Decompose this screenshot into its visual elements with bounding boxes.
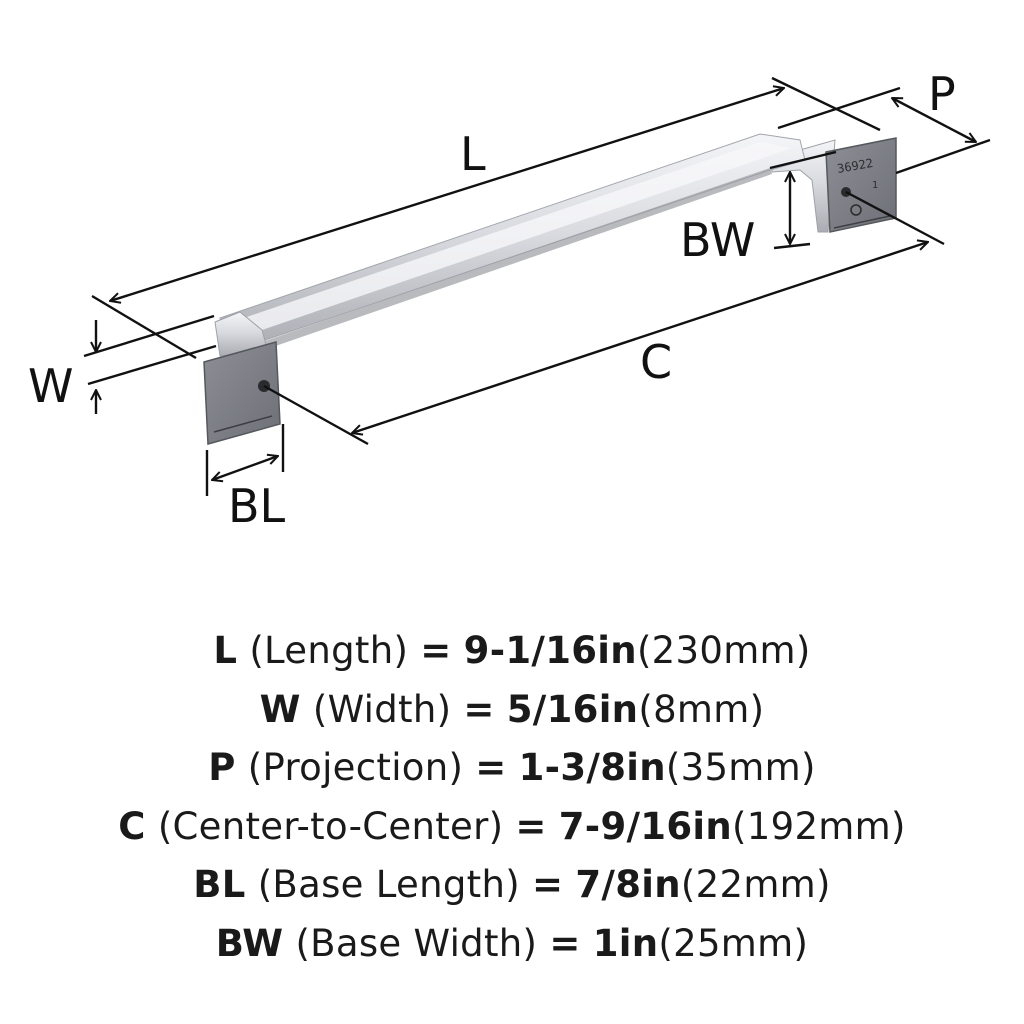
spec-equals: = bbox=[420, 629, 452, 672]
spec-equals: = bbox=[549, 921, 581, 965]
label-l: L bbox=[460, 127, 486, 181]
spec-center-to-center: C (Center-to-Center) = 7-9/16in(192mm) bbox=[0, 798, 1024, 857]
handle-dimension-diagram: 36922 1 L P BW W C bbox=[28, 67, 991, 533]
specifications-list: L (Length) = 9-1/16in(230mm) W (Width) =… bbox=[0, 622, 1024, 974]
label-bw: BW bbox=[680, 213, 755, 267]
label-p: P bbox=[928, 67, 956, 121]
spec-name: (Center-to-Center) bbox=[157, 804, 504, 848]
spec-name: (Length) bbox=[249, 629, 409, 672]
spec-base-length: BL (Base Length) = 7/8in(22mm) bbox=[0, 856, 1024, 915]
spec-equals: = bbox=[532, 863, 564, 907]
base-mark: 1 bbox=[872, 180, 878, 191]
spec-equals: = bbox=[463, 687, 495, 731]
label-c: C bbox=[640, 335, 672, 389]
spec-inches: 1-3/8in bbox=[518, 746, 666, 790]
spec-name: (Base Length) bbox=[257, 863, 520, 907]
spec-equals: = bbox=[515, 804, 547, 848]
spec-name: (Projection) bbox=[247, 746, 464, 790]
label-w: W bbox=[28, 359, 73, 413]
spec-base-width: BW (Base Width) = 1in(25mm) bbox=[0, 915, 1024, 974]
spec-name: (Base Width) bbox=[295, 921, 538, 965]
dimension-projection: P bbox=[777, 67, 991, 175]
spec-inches: 1in bbox=[592, 921, 659, 965]
dimension-base-length: BL bbox=[205, 424, 286, 533]
spec-code: P bbox=[208, 746, 236, 790]
spec-mm: (22mm) bbox=[680, 863, 831, 907]
spec-mm: (230mm) bbox=[636, 629, 811, 672]
spec-mm: (35mm) bbox=[665, 746, 816, 790]
spec-code: BL bbox=[193, 863, 246, 907]
dimension-center-to-center: C bbox=[263, 190, 945, 446]
spec-name: (Width) bbox=[312, 687, 452, 731]
spec-equals: = bbox=[475, 746, 507, 790]
dimension-width: W bbox=[28, 314, 217, 414]
left-base-plate bbox=[203, 341, 281, 445]
spec-mm: (25mm) bbox=[658, 921, 809, 965]
part-number-stamp: 36922 bbox=[836, 156, 874, 176]
dimension-length: L bbox=[91, 76, 881, 360]
spec-mm: (192mm) bbox=[732, 804, 906, 848]
spec-inches: 7-9/16in bbox=[558, 804, 733, 848]
spec-code: C bbox=[118, 804, 146, 848]
label-bl: BL bbox=[228, 479, 286, 533]
spec-inches: 7/8in bbox=[575, 863, 681, 907]
spec-code: W bbox=[259, 687, 301, 731]
spec-inches: 9-1/16in bbox=[463, 629, 637, 672]
spec-length: L (Length) = 9-1/16in(230mm) bbox=[0, 622, 1024, 681]
spec-code: L bbox=[213, 629, 238, 672]
spec-inches: 5/16in bbox=[506, 687, 639, 731]
right-base-plate: 36922 1 bbox=[825, 137, 897, 233]
spec-code: BW bbox=[215, 921, 284, 965]
spec-width: W (Width) = 5/16in(8mm) bbox=[0, 681, 1024, 740]
spec-mm: (8mm) bbox=[638, 687, 765, 731]
spec-projection: P (Projection) = 1-3/8in(35mm) bbox=[0, 739, 1024, 798]
cabinet-pull-handle: 36922 1 bbox=[203, 133, 897, 445]
handle-left-post bbox=[214, 311, 269, 357]
